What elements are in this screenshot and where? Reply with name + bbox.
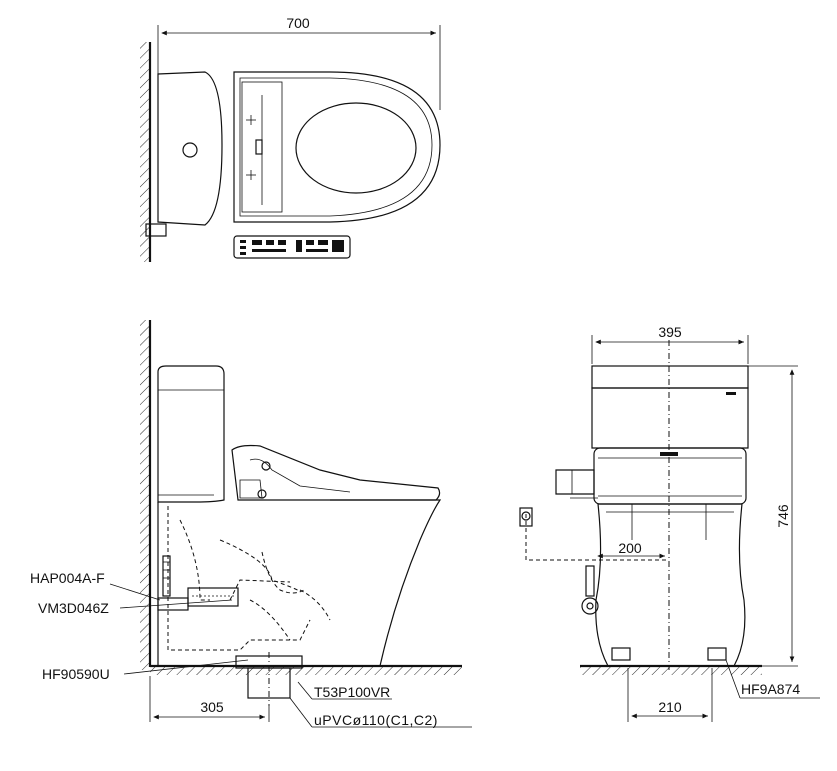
dim-front-offset: 200 bbox=[618, 540, 642, 556]
front-view: 395 746 200 210 HF9A874 bbox=[519, 324, 820, 722]
bowl-opening-top bbox=[295, 102, 417, 194]
bowl-front bbox=[595, 503, 746, 667]
label-upvc: uPVCø110(C1,C2) bbox=[314, 712, 438, 728]
seat-outline-top bbox=[233, 71, 441, 223]
dim-rough-in: 305 bbox=[200, 699, 224, 715]
bowl-body-side bbox=[157, 499, 442, 667]
top-view: 700 bbox=[140, 15, 441, 262]
supply-valve-front bbox=[519, 507, 533, 527]
float-valve bbox=[187, 587, 239, 607]
seat-unit-top bbox=[241, 81, 283, 213]
angle-valve bbox=[162, 555, 171, 597]
side-control-front bbox=[555, 469, 595, 495]
label-hf9: HF90590U bbox=[42, 666, 110, 682]
wall-hatch-top bbox=[140, 42, 150, 262]
dim-front-width: 395 bbox=[658, 324, 682, 340]
label-hf9a: HF9A874 bbox=[741, 681, 800, 697]
flush-button-top bbox=[182, 142, 198, 158]
floor-hatch-front bbox=[580, 667, 762, 675]
tank-side bbox=[157, 365, 225, 503]
tank-top bbox=[157, 71, 223, 226]
dim-top-width: 700 bbox=[286, 15, 310, 31]
side-view: 305 HAP004A-F VM3D046Z HF90590U T53P100V… bbox=[30, 320, 472, 728]
seat-side bbox=[231, 444, 441, 501]
dim-front-base: 210 bbox=[658, 699, 682, 715]
remote-control bbox=[233, 235, 351, 259]
label-hap: HAP004A-F bbox=[30, 570, 105, 586]
wall-hatch-side bbox=[140, 320, 150, 670]
label-vm: VM3D046Z bbox=[38, 600, 109, 616]
floor-hatch-side bbox=[150, 667, 462, 675]
label-t53: T53P100VR bbox=[314, 684, 390, 700]
tank-lid-front bbox=[591, 365, 749, 389]
tank-front bbox=[591, 387, 749, 449]
dim-front-height: 746 bbox=[775, 504, 791, 528]
